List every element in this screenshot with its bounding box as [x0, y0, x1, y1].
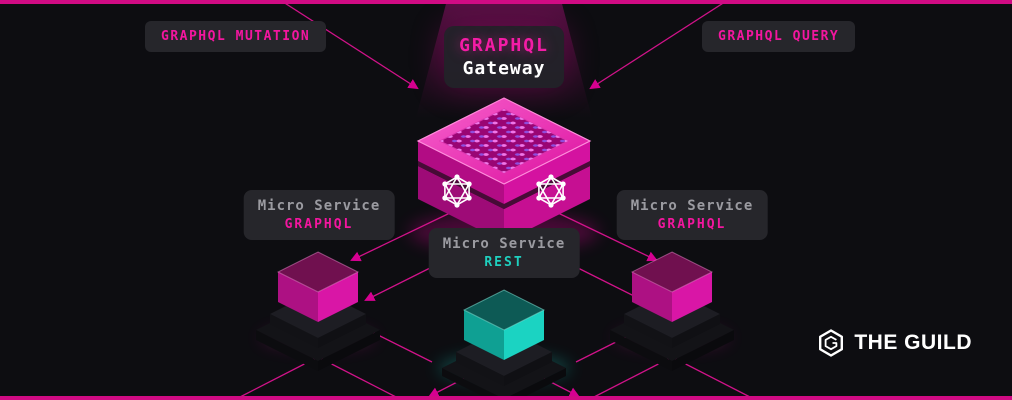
gateway-label-line1: GRAPHQL — [459, 35, 549, 56]
bottom-border-strip — [0, 396, 1012, 400]
microservice-protocol: GRAPHQL — [284, 217, 354, 232]
graphql-logo-icon — [536, 174, 566, 208]
graphql-query-badge: GRAPHQL QUERY — [702, 21, 856, 52]
gateway-label-line2: Gateway — [462, 58, 546, 79]
graphql-mutation-badge: GRAPHQL MUTATION — [145, 21, 327, 52]
microservice-protocol: GRAPHQL — [657, 217, 727, 232]
the-guild-wordmark: THE GUILD — [854, 331, 972, 354]
gateway-box — [416, 97, 592, 242]
microservice-protocol: REST — [484, 255, 524, 270]
top-border-strip — [0, 0, 1012, 4]
the-guild-logo: THE GUILD — [817, 329, 972, 357]
microservice-title: Micro Service — [630, 198, 754, 214]
microservice-label-right: Micro Service GRAPHQL — [616, 190, 768, 240]
left-service-cube — [256, 251, 380, 371]
gateway-label: GRAPHQL Gateway — [444, 26, 564, 88]
microservice-label-left: Micro Service GRAPHQL — [243, 190, 395, 240]
right-service-cube — [610, 251, 734, 371]
center-service-cube — [442, 289, 566, 400]
microservice-label-center: Micro Service REST — [428, 228, 580, 278]
microservice-title: Micro Service — [442, 236, 566, 252]
graphql-logo-icon — [442, 174, 472, 208]
guild-hexagon-icon — [819, 329, 844, 357]
microservice-title: Micro Service — [257, 198, 381, 214]
